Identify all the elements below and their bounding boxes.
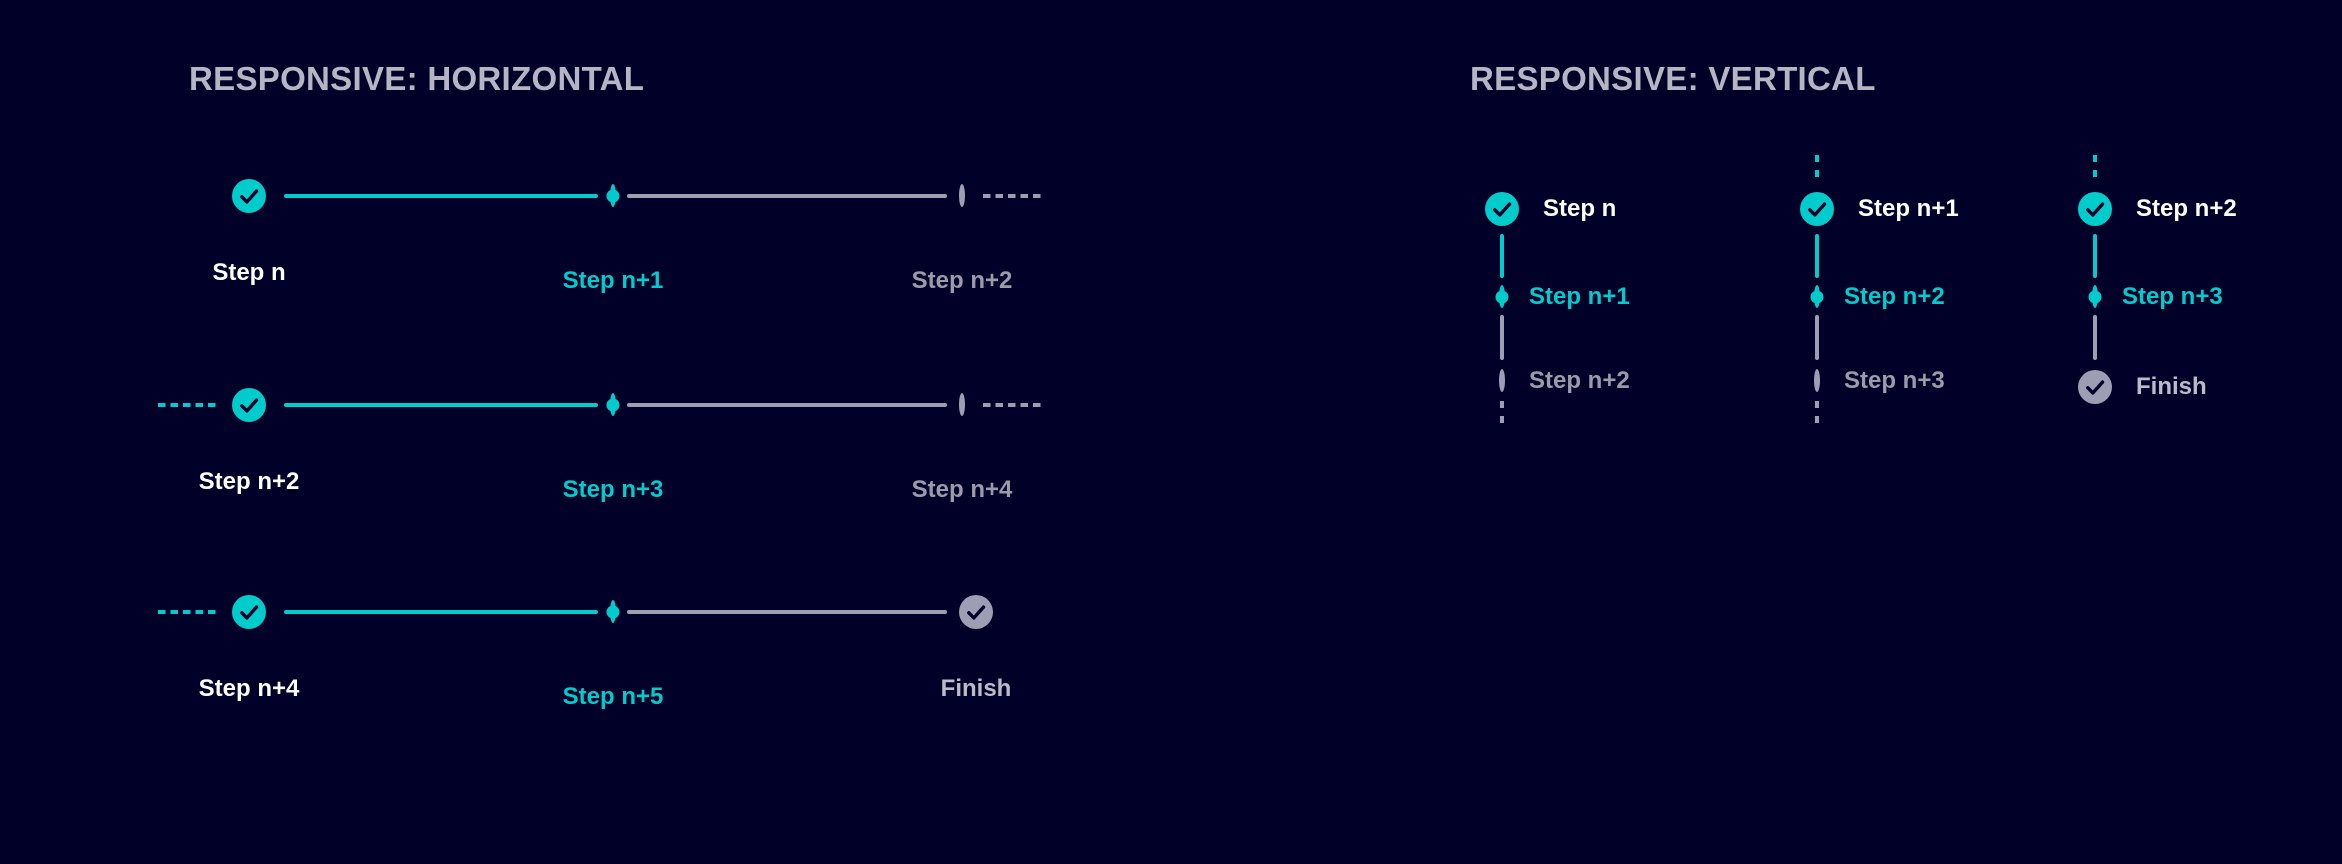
check-circle-gray-icon bbox=[2078, 370, 2112, 404]
step-done[interactable]: Step n+2 bbox=[199, 388, 299, 495]
empty-circle-icon bbox=[1814, 369, 1820, 392]
step-label: Step n+1 bbox=[562, 267, 664, 294]
step-open[interactable]: Step n+3 bbox=[1814, 367, 1945, 394]
step-open[interactable]: Step n+4 bbox=[912, 393, 1012, 503]
step-label: Finish bbox=[940, 675, 1012, 702]
step-label: Step n+3 bbox=[2122, 283, 2223, 310]
step-done[interactable]: Step n bbox=[1485, 192, 1616, 226]
vertical-stepper-column: Step n Step n+1 Step n+2 bbox=[1485, 155, 1630, 424]
connector-line-done bbox=[284, 194, 598, 198]
step-label: Step n+2 bbox=[1529, 367, 1630, 394]
horizontal-section-title: RESPONSIVE: HORIZONTAL bbox=[189, 60, 645, 97]
step-label: Step n+4 bbox=[198, 675, 300, 702]
check-circle-gray-icon bbox=[959, 595, 993, 629]
connector-line-done bbox=[284, 403, 598, 407]
check-circle-icon bbox=[1485, 192, 1519, 226]
connector-line-done bbox=[2093, 234, 2097, 278]
connector-line-open bbox=[2093, 315, 2097, 360]
check-circle-icon bbox=[232, 388, 266, 422]
step-label: Step n bbox=[1543, 195, 1617, 222]
check-circle-icon bbox=[232, 179, 266, 213]
empty-circle-icon bbox=[1499, 369, 1505, 392]
vertical-stepper-column: Step n+2 Step n+3 Finish bbox=[2078, 155, 2237, 404]
step-current[interactable]: Step n+3 bbox=[563, 393, 663, 503]
connector-line-open bbox=[1500, 315, 1504, 360]
step-label: Finish bbox=[2136, 373, 2207, 400]
step-label: Step n+2 bbox=[2136, 195, 2237, 222]
check-circle-icon bbox=[1800, 192, 1834, 226]
continuation-dashes-done bbox=[2093, 155, 2097, 178]
step-current[interactable]: Step n+5 bbox=[563, 600, 663, 710]
continuation-dashes-future bbox=[1500, 401, 1504, 424]
check-circle-icon bbox=[232, 595, 266, 629]
step-open[interactable]: Step n+2 bbox=[1499, 367, 1630, 394]
step-label: Step n+4 bbox=[911, 476, 1013, 503]
radio-dot-icon bbox=[2092, 285, 2098, 308]
connector-line-done bbox=[284, 610, 598, 614]
step-label: Step n+3 bbox=[1844, 367, 1945, 394]
step-label: Step n+2 bbox=[1844, 283, 1945, 310]
horizontal-stepper-row: Step n Step n+1 Step n+2 bbox=[212, 179, 1043, 294]
continuation-dashes-done bbox=[158, 610, 218, 614]
step-finish[interactable]: Finish bbox=[2078, 370, 2207, 404]
radio-dot-icon bbox=[1499, 285, 1505, 308]
connector-line-done bbox=[1815, 234, 1819, 278]
radio-dot-icon bbox=[610, 600, 616, 623]
step-label: Step n+2 bbox=[911, 267, 1013, 294]
connector-line-done bbox=[1500, 234, 1504, 278]
step-done[interactable]: Step n+1 bbox=[1800, 192, 1959, 226]
step-finish[interactable]: Finish bbox=[941, 595, 1011, 702]
step-label: Step n+3 bbox=[562, 476, 664, 503]
step-label: Step n+1 bbox=[1858, 195, 1959, 222]
continuation-dashes-future bbox=[983, 194, 1043, 198]
continuation-dashes-done bbox=[158, 403, 218, 407]
step-label: Step n+5 bbox=[562, 683, 664, 710]
connector-line-open bbox=[627, 610, 947, 614]
step-done[interactable]: Step n+4 bbox=[199, 595, 299, 702]
step-current[interactable]: Step n+1 bbox=[1499, 283, 1630, 310]
step-open[interactable]: Step n+2 bbox=[912, 184, 1012, 294]
continuation-dashes-future bbox=[983, 403, 1043, 407]
step-current[interactable]: Step n+3 bbox=[2092, 283, 2223, 310]
horizontal-stepper-row: Step n+4 Step n+5 Finish bbox=[158, 595, 1011, 710]
step-current[interactable]: Step n+2 bbox=[1814, 283, 1945, 310]
radio-dot-icon bbox=[610, 184, 616, 207]
connector-line-open bbox=[627, 194, 947, 198]
horizontal-stepper-row: Step n+2 Step n+3 Step n+4 bbox=[158, 388, 1043, 503]
connector-line-open bbox=[1815, 315, 1819, 360]
vertical-stepper-column: Step n+1 Step n+2 Step n+3 bbox=[1800, 155, 1959, 424]
continuation-dashes-done bbox=[1815, 155, 1819, 178]
step-label: Step n bbox=[212, 259, 286, 286]
check-circle-icon bbox=[2078, 192, 2112, 226]
empty-circle-icon bbox=[959, 393, 965, 416]
connector-line-open bbox=[627, 403, 947, 407]
step-label: Step n+1 bbox=[1529, 283, 1630, 310]
empty-circle-icon bbox=[959, 184, 965, 207]
radio-dot-icon bbox=[1814, 285, 1820, 308]
step-done[interactable]: Step n+2 bbox=[2078, 192, 2237, 226]
step-done[interactable]: Step n bbox=[212, 179, 286, 286]
vertical-section-title: RESPONSIVE: VERTICAL bbox=[1470, 60, 1876, 97]
step-current[interactable]: Step n+1 bbox=[563, 184, 663, 294]
step-label: Step n+2 bbox=[198, 468, 300, 495]
radio-dot-icon bbox=[610, 393, 616, 416]
continuation-dashes-future bbox=[1815, 401, 1819, 424]
